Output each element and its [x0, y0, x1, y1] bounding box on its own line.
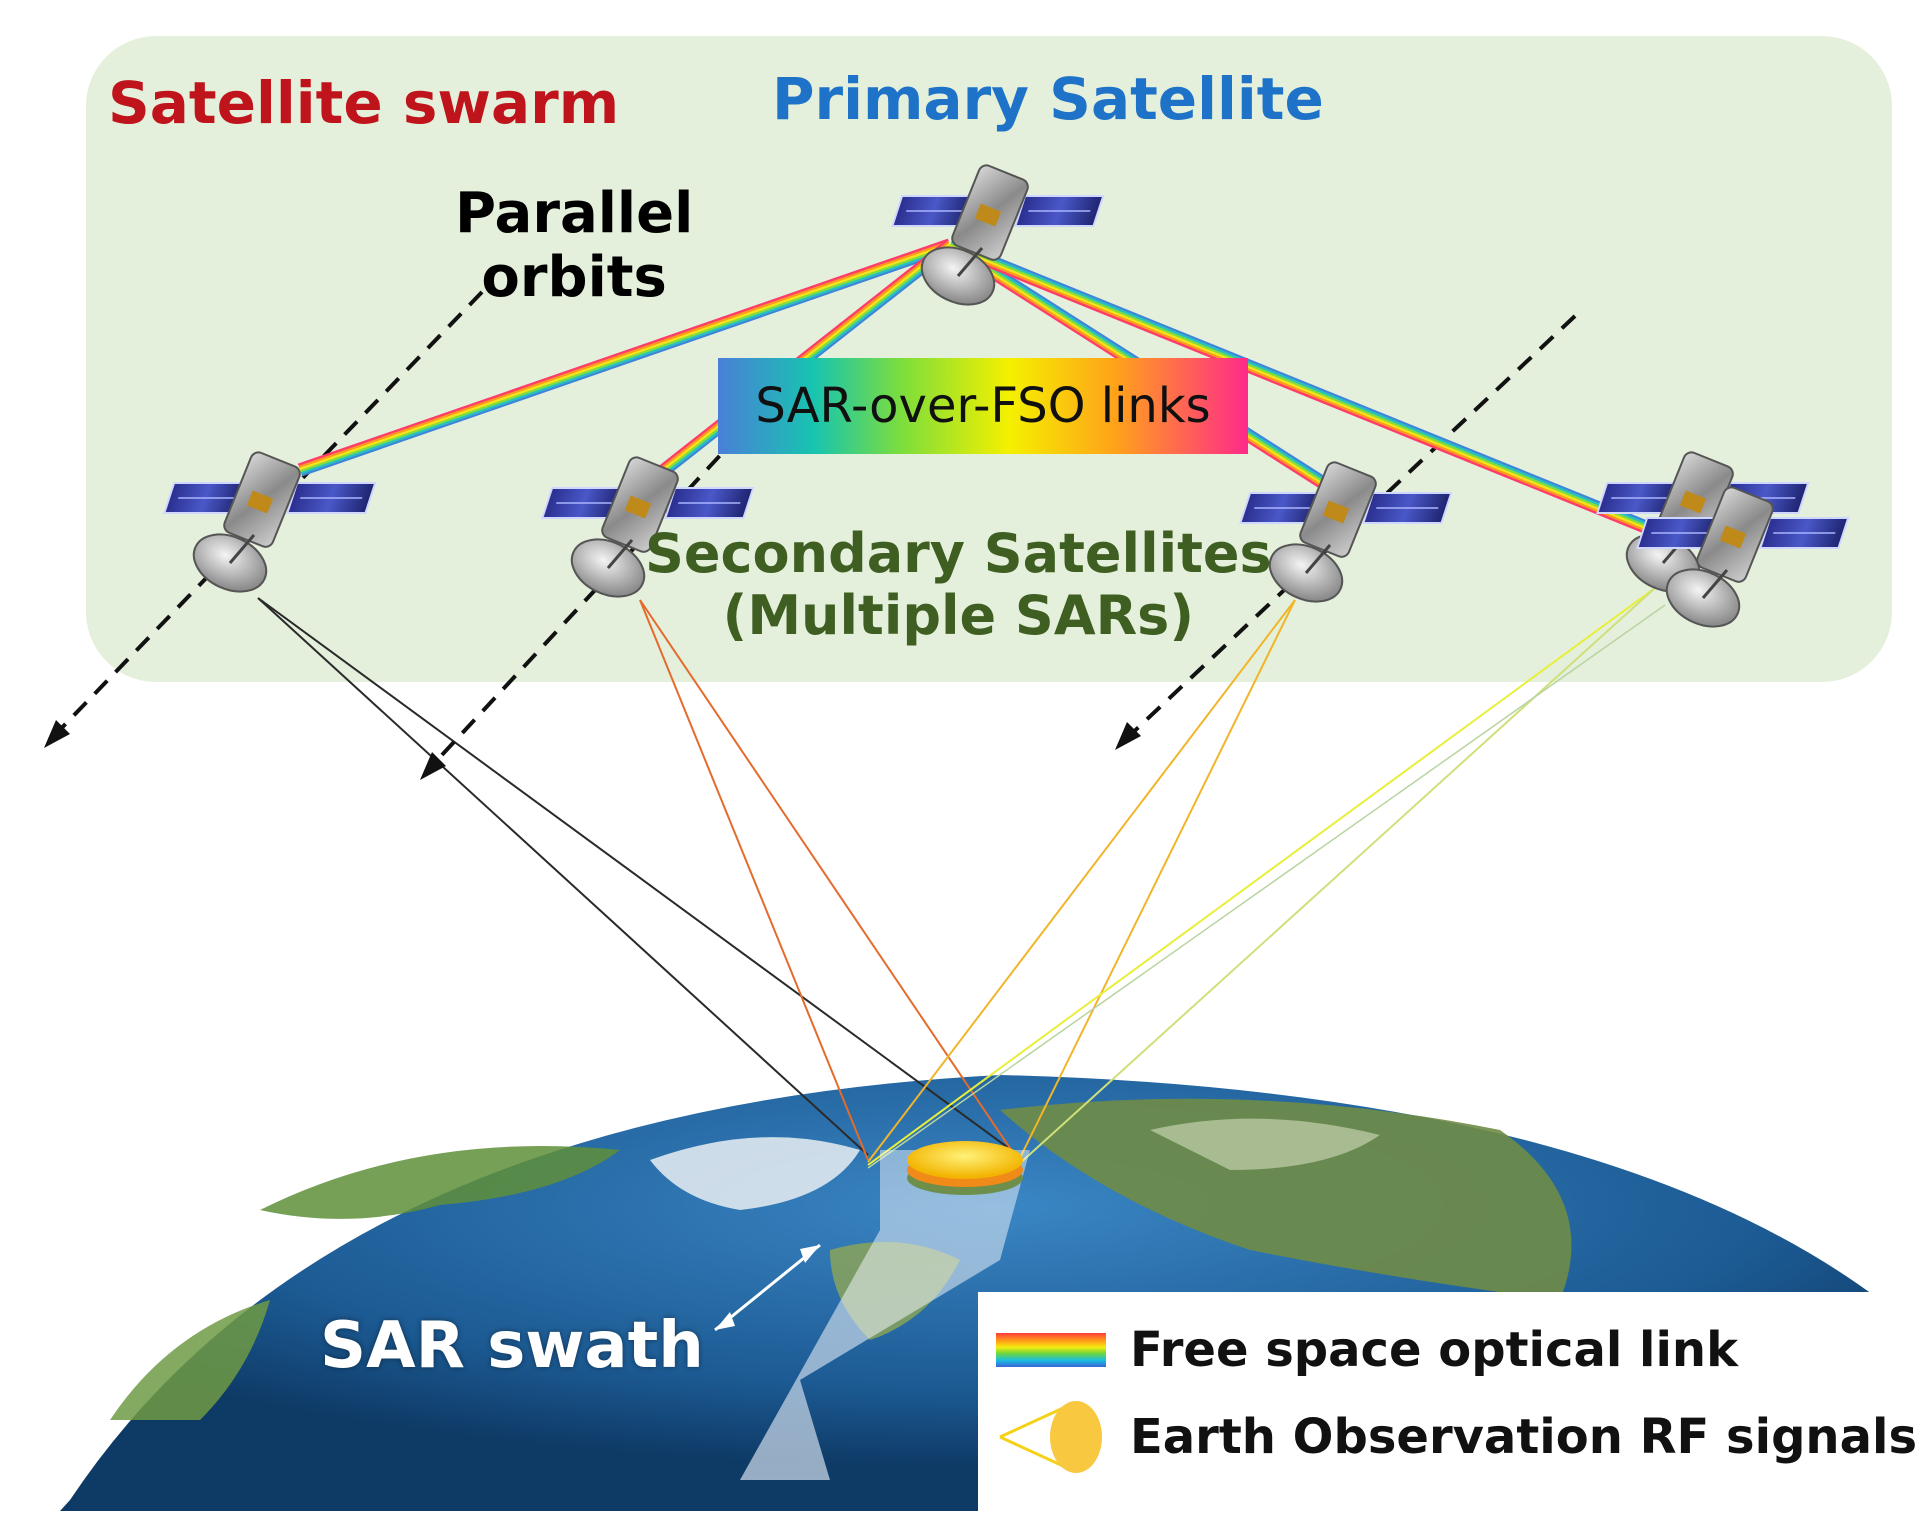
rf-signal-line — [257, 597, 869, 1156]
secondary-satellites-line2: (Multiple SARs) — [722, 584, 1195, 648]
swath-width-indicator — [714, 1243, 821, 1332]
rf-signal-line — [639, 599, 1019, 1161]
earth-landmass — [1150, 1118, 1380, 1170]
sar-swath-label: SAR swath — [320, 1309, 704, 1383]
earth-landmass — [1000, 1098, 1572, 1300]
fso-link-band — [301, 249, 953, 477]
legend-item-rf: Earth Observation RF signals — [978, 1397, 1917, 1477]
legend-item-fso: Free space optical link — [978, 1322, 1738, 1378]
fso-links-label: SAR-over-FSO links — [755, 378, 1211, 434]
fso-link-band — [948, 246, 1690, 550]
orbit-arrowhead — [44, 720, 70, 748]
fso-link-band — [299, 242, 951, 471]
fso-link-band — [949, 242, 1691, 546]
fso-link-band — [947, 248, 1689, 552]
fso-link-band — [653, 239, 948, 472]
rf-signal-line — [867, 587, 1656, 1166]
rf-signal-line — [639, 599, 869, 1161]
fso-link-band — [297, 238, 949, 466]
orbit-arrowhead — [420, 752, 446, 780]
swath-width-arrowhead — [800, 1245, 820, 1263]
earth-landmass — [110, 1300, 270, 1420]
legend-fso-label: Free space optical link — [1130, 1322, 1738, 1378]
fso-link-band — [300, 246, 952, 475]
sar-footprint — [907, 1141, 1023, 1179]
fso-link-band — [950, 240, 1692, 544]
fso-link-band — [298, 240, 950, 469]
rf-signal-line — [867, 604, 1666, 1169]
rf-signal-line — [1017, 587, 1656, 1166]
fso-link-band — [951, 238, 1693, 542]
parallel-orbits-line2: orbits — [481, 245, 667, 311]
swath-width-arrowhead — [715, 1312, 735, 1330]
sar-swath-strip — [740, 1150, 1030, 1480]
swarm-title: Satellite swarm — [108, 69, 620, 137]
fso-links-label-box: SAR-over-FSO links — [718, 358, 1248, 454]
optical-link-icon — [996, 1333, 1106, 1367]
rf-signal-line — [867, 599, 1296, 1163]
earth-ice — [650, 1137, 860, 1210]
fso-links — [297, 238, 1693, 552]
legend-rf-label: Earth Observation RF signals — [1130, 1409, 1918, 1465]
parallel-orbits-label: Parallel orbits — [455, 181, 694, 311]
rf-beam-icon — [999, 1401, 1102, 1473]
fso-link-band — [949, 244, 1691, 548]
rf-signal-lines — [257, 587, 1666, 1169]
secondary-satellites-line1: Secondary Satellites — [645, 522, 1272, 585]
orbit-arrowhead — [1115, 722, 1141, 750]
fso-link-band — [299, 244, 951, 473]
fso-link-band — [655, 241, 949, 474]
secondary-satellites-label: Secondary Satellites (Multiple SARs) — [645, 522, 1272, 648]
earth-landmass — [260, 1146, 620, 1219]
rf-signal-line — [257, 597, 1019, 1156]
legend: Free space optical link Earth Observatio… — [978, 1292, 1925, 1511]
primary-satellite-label: Primary Satellite — [772, 65, 1324, 133]
rf-signal-line — [1017, 599, 1296, 1163]
parallel-orbits-line1: Parallel — [455, 181, 694, 246]
